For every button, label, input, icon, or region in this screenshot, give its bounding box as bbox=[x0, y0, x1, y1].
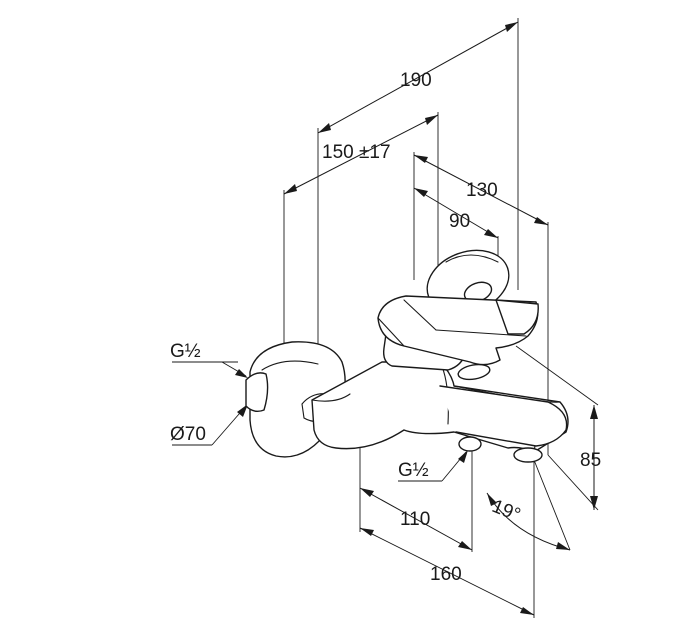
dim-150-label: 150 ±17 bbox=[322, 142, 391, 163]
extension-lines bbox=[172, 18, 599, 618]
dim-85-label: 85 bbox=[580, 450, 601, 471]
lever-handle bbox=[377, 295, 539, 366]
dim-110-label: 110 bbox=[400, 509, 430, 530]
dim-90-label: 90 bbox=[449, 211, 470, 232]
faucet-body bbox=[245, 249, 569, 463]
dim-190-label: 190 bbox=[400, 70, 432, 91]
dim-130-label: 130 bbox=[466, 180, 498, 201]
spout bbox=[439, 385, 568, 447]
dimension-lines bbox=[283, 21, 598, 616]
leader-lines bbox=[211, 361, 468, 482]
escutcheon-diameter-label: Ø70 bbox=[170, 424, 206, 445]
inlet-thread-label: G½ bbox=[170, 341, 201, 362]
dim-angle-label: 19° bbox=[489, 496, 524, 526]
outlet-thread-label: G½ bbox=[398, 460, 429, 481]
dim-160-label: 160 bbox=[430, 564, 462, 585]
